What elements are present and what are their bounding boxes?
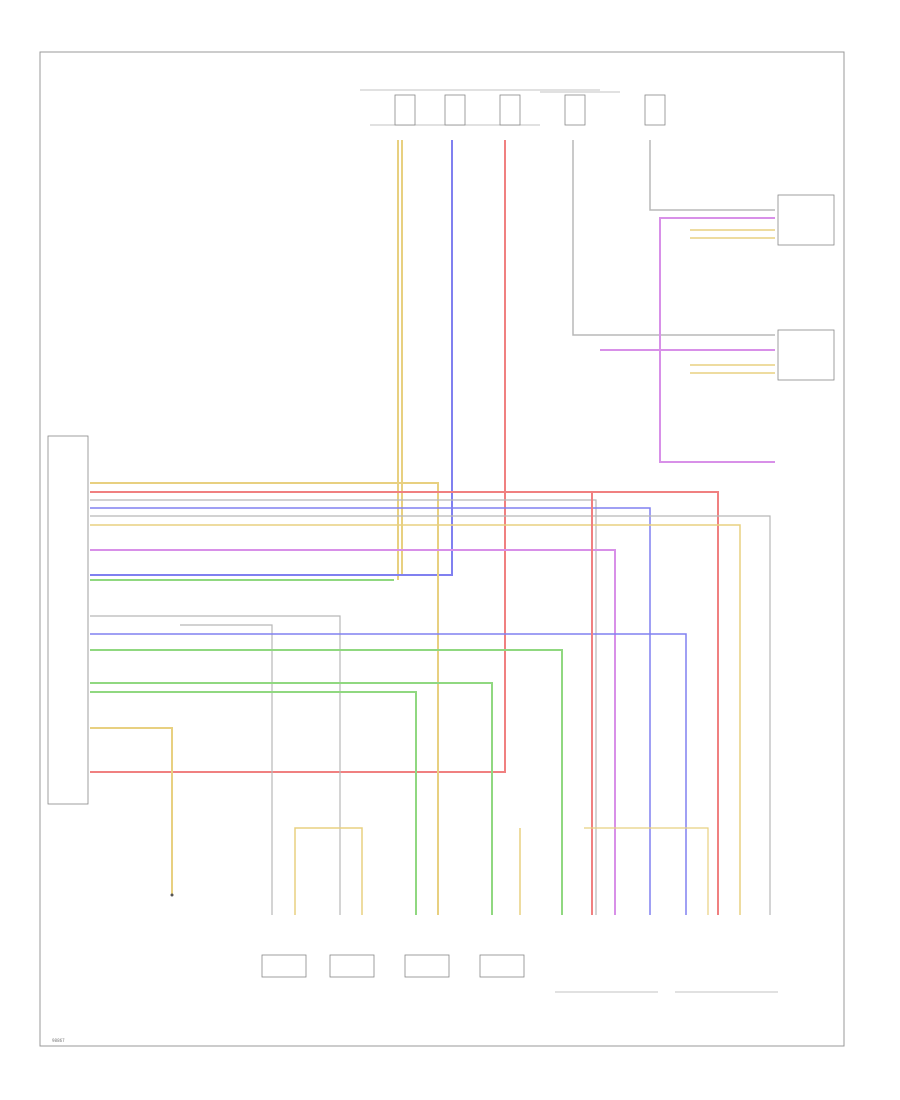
wire-yellow-h6 [90, 524, 741, 915]
sensor-2 [329, 954, 375, 978]
wire-red-h2 [90, 491, 719, 915]
wire-blue-riser [90, 140, 453, 576]
fuse-panel [360, 89, 666, 126]
wire-gray-h5 [90, 515, 771, 915]
wire-gray-h9 [90, 615, 341, 915]
wire-green-h14 [90, 691, 417, 915]
wire-blue-h11 [90, 633, 687, 915]
right-connector-box-2 [777, 329, 835, 381]
wire-green-h12 [90, 649, 563, 915]
diagram-frame [39, 51, 845, 1047]
wire-violet-h7 [90, 549, 616, 915]
wire-yellow-h15 [90, 727, 173, 895]
wires [90, 140, 775, 915]
wire-yellow-b1 [294, 827, 363, 915]
sensor-3 [404, 954, 450, 978]
right-connector-box-1 [777, 194, 835, 246]
wire-yellow-b3 [584, 827, 709, 915]
wire-red-riser [90, 140, 506, 773]
ground-point [170, 893, 174, 897]
wire-gray-h3 [90, 499, 597, 915]
wire-gray-riser [572, 140, 775, 336]
control-module-box [47, 435, 89, 805]
wire-gray-h10 [180, 624, 273, 915]
wire-black-riser [649, 140, 775, 211]
wire-green-h13 [90, 682, 493, 915]
sensors [261, 954, 778, 993]
wire-blue-h4 [90, 507, 651, 915]
figure-id: 98867 [52, 1038, 65, 1043]
sensor-4 [479, 954, 525, 978]
sensor-1 [261, 954, 307, 978]
wire-violet-right [659, 217, 775, 463]
wire-yellow-h1 [90, 482, 439, 915]
